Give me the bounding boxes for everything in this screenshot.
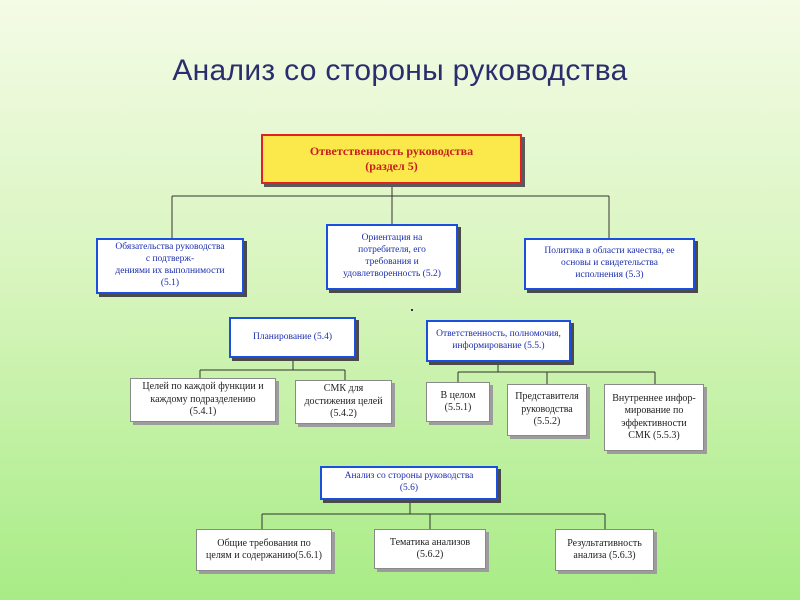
box-line: Планирование (5.4) (252, 331, 333, 342)
box-internal-communication: Внутреннее инфор- мирование по эффективн… (604, 384, 704, 451)
box-review-topics: Тематика анализов (5.6.2) (374, 529, 486, 569)
box-line: (5.1) (160, 277, 180, 288)
box-line: Представителя (515, 391, 579, 403)
box-line: Ориентация на (361, 233, 423, 244)
box-line: требования и (365, 257, 419, 267)
box-review-effectiveness: Результативность анализа (5.6.3) (555, 529, 654, 571)
box-line: (5.5.2) (533, 416, 561, 428)
box-line: Общие требования по (217, 537, 311, 549)
box-line: Анализ со стороны руководства (344, 471, 474, 482)
box-line: потребителя, его (358, 245, 426, 256)
box-line: с подтверж- (145, 254, 195, 265)
root-line: Ответственность руководства (309, 144, 474, 158)
box-line: мирование по (624, 405, 684, 416)
box-responsibility-authority: Ответственность, полномочия, информирова… (426, 320, 571, 362)
box-objectives: Целей по каждой функции и каждому подраз… (130, 378, 276, 422)
box-line: дениями их выполнимости (115, 266, 225, 276)
box-line: эффективности (621, 417, 687, 429)
box-management-commitment: Обязательства руководства с подтверж- де… (96, 238, 244, 294)
stray-dot (411, 309, 413, 311)
box-line: (5.6) (399, 483, 419, 493)
box-line: руководства (521, 403, 573, 415)
box-line: исполнения (5.3) (575, 269, 644, 280)
box-qms-planning: СМК для достижения целей (5.4.2) (295, 380, 392, 424)
root-box-management-responsibility: Ответственность руководства (раздел 5) (261, 134, 522, 184)
box-customer-focus: Ориентация на потребителя, его требовани… (326, 224, 458, 290)
box-line: целям и содержанию(5.6.1) (206, 550, 322, 561)
box-line: СМК для (323, 383, 364, 395)
box-line: (5.4.1) (189, 406, 217, 418)
box-line: Тематика анализов (389, 536, 471, 548)
box-line: удовлетворенность (5.2) (343, 268, 441, 279)
box-general-requirements: Общие требования по целям и содержанию(5… (196, 529, 332, 571)
box-line: анализа (5.6.3) (573, 550, 636, 561)
box-general: В целом (5.5.1) (426, 382, 490, 422)
box-line: Политика в области качества, ее (544, 246, 675, 257)
box-line: информирование (5.5.) (452, 341, 545, 351)
box-line: достижения целей (304, 395, 383, 407)
box-line: СМК (5.5.3) (628, 430, 680, 441)
box-management-representative: Представителя руководства (5.5.2) (507, 384, 587, 436)
box-line: Результативность (567, 537, 642, 549)
box-line: Внутреннее инфор- (612, 392, 696, 404)
box-quality-policy: Политика в области качества, ее основы и… (524, 238, 695, 290)
box-line: каждому подразделению (150, 393, 256, 405)
box-management-review: Анализ со стороны руководства (5.6) (320, 466, 498, 500)
box-line: Ответственность, полномочия, (436, 329, 561, 340)
box-line: В целом (440, 389, 476, 401)
box-line: Обязательства руководства (115, 242, 225, 253)
box-planning: Планирование (5.4) (229, 317, 356, 358)
box-line: (5.4.2) (330, 408, 357, 420)
box-line: Целей по каждой функции и (142, 381, 264, 393)
root-line: (раздел 5) (365, 159, 418, 173)
box-line: (5.6.2) (416, 549, 444, 560)
box-line: (5.5.1) (444, 402, 472, 413)
box-line: основы и свидетельства (561, 258, 658, 269)
slide-title: Анализ со стороны руководства (172, 54, 628, 87)
